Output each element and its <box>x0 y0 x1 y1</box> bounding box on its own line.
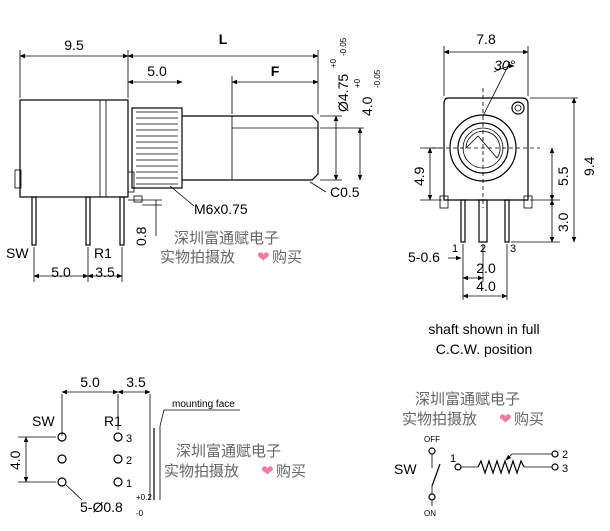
mount-label-sw: SW <box>32 413 55 429</box>
shaft <box>182 115 319 181</box>
dim-mount-x1: 5.0 <box>80 374 100 390</box>
dim-pin-offset: 0.8 <box>133 226 149 246</box>
thread-label: M6x0.75 <box>194 201 248 217</box>
mount-pin-1: 1 <box>126 478 132 490</box>
pin-dimension-label: 5-0.6 <box>408 249 440 265</box>
mount-pin-2: 2 <box>126 455 132 467</box>
svg-text:实物拍摄放: 实物拍摄放 <box>164 462 239 480</box>
hole-r1-2 <box>113 454 123 464</box>
dim-shaft-diameter: Ø4.75 <box>335 74 351 112</box>
shaft-note-line-2: C.C.W. position <box>436 341 532 357</box>
svg-text:实物拍摄放: 实物拍摄放 <box>402 410 477 428</box>
pin-label-3: 3 <box>510 243 516 255</box>
schematic-off: OFF <box>424 435 440 444</box>
hole-tol-upper: +0.2 <box>136 493 152 502</box>
svg-text:❤: ❤ <box>261 462 274 480</box>
dim-pin-spacing-2: 3.5 <box>95 264 115 280</box>
hole-r1-3 <box>113 432 123 442</box>
front-pin-1 <box>460 199 466 243</box>
mount-pin-3: 3 <box>126 433 132 445</box>
dim-pin-spacing-1: 5.0 <box>51 264 71 280</box>
schematic-sw: SW <box>394 461 417 477</box>
mounting-pattern: 5.0 3.5 SW R1 3 2 1 4.0 5-Ø0.8 +0.2 -0 m… <box>7 374 240 518</box>
dim-angle: 30° <box>494 57 516 73</box>
schematic-on: ON <box>424 509 436 518</box>
dim-mount-x2: 3.5 <box>126 374 146 390</box>
dim-thread-length: 5.0 <box>147 63 167 79</box>
dim-body-length: 9.5 <box>64 37 84 53</box>
front-view: 7.8 30° 9.4 4.9 5.5 3.0 1 2 3 5-0.6 2.0 … <box>408 31 597 357</box>
hole-sw-1 <box>57 432 67 442</box>
svg-text:❤: ❤ <box>499 410 512 428</box>
dim-L: L <box>219 31 228 47</box>
label-sw: SW <box>6 245 29 261</box>
dim-center-left: 4.9 <box>411 166 427 186</box>
dim-mount-y: 4.0 <box>7 450 23 470</box>
hole-label: 5-Ø0.8 <box>80 499 123 515</box>
dim-flat-tol-upper: +0 <box>353 78 362 88</box>
dim-pin-pitch: 2.0 <box>476 260 496 276</box>
shaft-end <box>465 130 501 159</box>
dim-front-width: 7.8 <box>476 31 496 47</box>
dim-F: F <box>271 63 280 79</box>
hole-sw-2 <box>57 454 67 464</box>
schematic-t2: 2 <box>562 449 568 461</box>
resistor-track <box>477 459 525 475</box>
dim-center-right: 5.5 <box>555 166 571 186</box>
switch-blade <box>431 463 441 487</box>
svg-text:深圳富通赋电子: 深圳富通赋电子 <box>415 390 520 408</box>
locating-lug <box>511 101 525 115</box>
front-body <box>443 97 529 201</box>
dim-pin-length: 3.0 <box>555 212 571 232</box>
svg-text:购买: 购买 <box>276 462 306 480</box>
hole-r1-1 <box>113 477 123 487</box>
pin-label-1: 1 <box>452 243 458 255</box>
svg-text:深圳富通赋电子: 深圳富通赋电子 <box>174 229 279 247</box>
pin-label-2: 2 <box>480 243 486 255</box>
mount-label-r1: R1 <box>104 413 122 429</box>
schematic-t1: 1 <box>450 453 456 465</box>
dim-shaft-tol-upper: +0 <box>329 58 338 68</box>
front-pin-2 <box>478 199 488 243</box>
svg-text:深圳富通赋电子: 深圳富通赋电子 <box>176 442 281 460</box>
dim-flat-tol-lower: -0.05 <box>373 69 382 88</box>
hole-tol-lower: -0 <box>136 509 144 518</box>
pin-r1-b <box>119 196 125 246</box>
schematic-t3: 3 <box>562 463 568 475</box>
front-pin-3 <box>504 199 510 243</box>
watermark-3: 深圳富通赋电子 实物拍摄放 ❤ 购买 <box>164 442 306 480</box>
side-view: 9.5 L 5.0 F Ø4.75 +0 -0.05 4.0 +0 -0.05 … <box>6 31 382 282</box>
svg-text:购买: 购买 <box>514 410 544 428</box>
dim-flat-diameter: 4.0 <box>359 96 375 116</box>
watermark-1: 深圳富通赋电子 实物拍摄放 ❤ 购买 <box>160 229 302 266</box>
svg-text:购买: 购买 <box>272 248 302 266</box>
watermark-2: 深圳富通赋电子 实物拍摄放 ❤ 购买 <box>402 390 544 428</box>
shaft-note-line-1: shaft shown in full <box>428 321 539 337</box>
schematic: OFF ON SW 1 2 3 <box>394 435 568 518</box>
mounting-face-label: mounting face <box>172 399 235 410</box>
pin-r1-a <box>85 196 91 246</box>
label-r1: R1 <box>94 245 112 261</box>
svg-text:❤: ❤ <box>257 248 270 266</box>
pin-sw <box>31 196 37 246</box>
svg-text:实物拍摄放: 实物拍摄放 <box>160 248 235 266</box>
threaded-bushing <box>131 107 183 189</box>
hole-sw-3 <box>57 477 67 487</box>
dim-pin-span: 4.0 <box>476 278 496 294</box>
dim-front-height: 9.4 <box>581 156 597 176</box>
chamfer-label: C0.5 <box>330 184 360 200</box>
dim-shaft-tol-lower: -0.05 <box>339 37 348 56</box>
pot-body <box>19 99 129 198</box>
